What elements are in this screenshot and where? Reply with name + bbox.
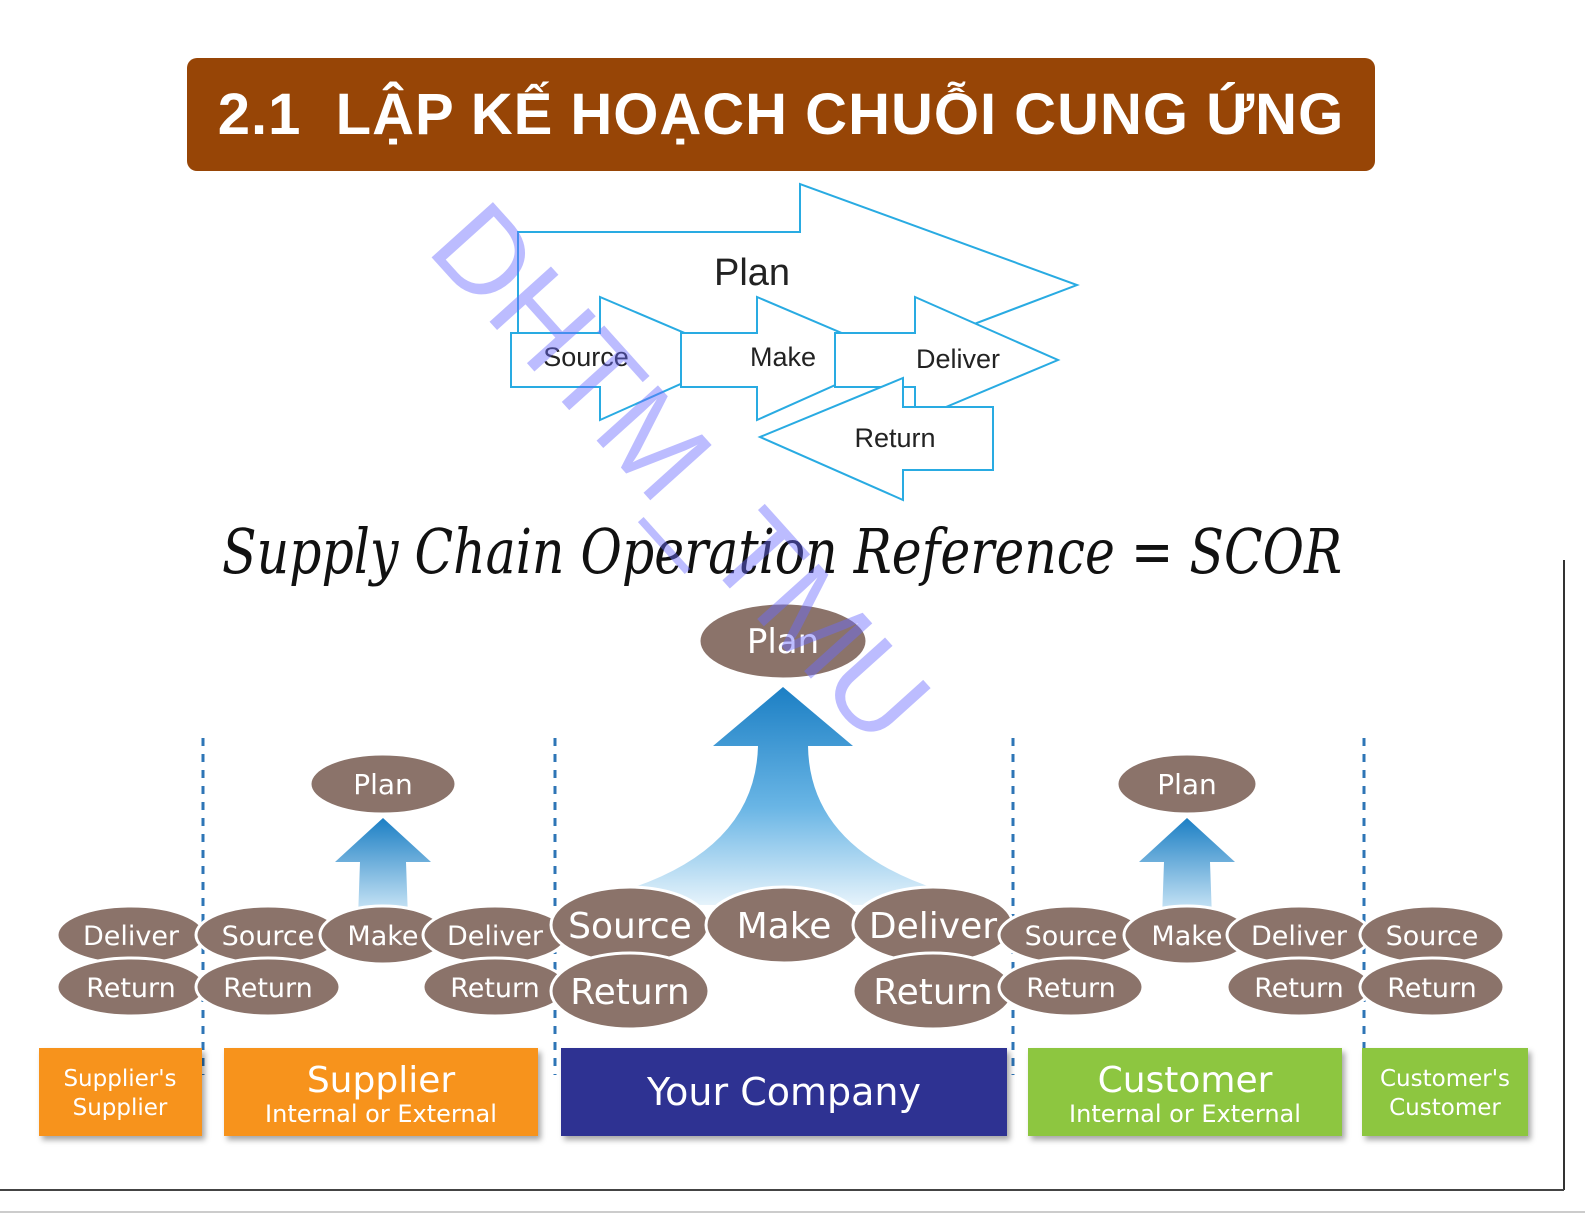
yc-return-left-ellipse <box>549 951 711 1031</box>
yc-return-right-label: Return <box>873 972 992 1013</box>
main-plan-ellipse <box>697 601 869 681</box>
customers-customer-box <box>1362 1048 1528 1136</box>
top-deliver-label: Deliver <box>916 344 1000 374</box>
supplier-plan-arrow <box>335 818 431 918</box>
cc-return-label: Return <box>1387 973 1477 1004</box>
title-banner: 2.1 LẬP KẾ HOẠCH CHUỖI CUNG ỨNG <box>187 58 1375 171</box>
customer-plan-ellipse <box>1115 752 1259 816</box>
cus-return-left-label: Return <box>1026 973 1116 1004</box>
sup-source-label: Source <box>222 921 315 952</box>
cus-box-line1: Customer <box>1098 1060 1273 1101</box>
ss-box-line1: Supplier's <box>63 1066 176 1092</box>
ss-box-line2: Supplier <box>73 1095 168 1121</box>
customer-plan-label: Plan <box>1157 768 1217 801</box>
return-arrow-shape <box>757 376 994 502</box>
sup-return-left-label: Return <box>223 973 313 1004</box>
cus-deliver-label: Deliver <box>1251 921 1348 952</box>
page-title: 2.1 LẬP KẾ HOẠCH CHUỖI CUNG ỨNG <box>217 82 1345 147</box>
top-make-label: Make <box>750 342 816 372</box>
yc-source-label: Source <box>568 906 692 947</box>
cus-source-label: Source <box>1025 921 1118 952</box>
cc-source-label: Source <box>1386 921 1479 952</box>
yc-make-label: Make <box>737 906 832 947</box>
scor-subtitle: Supply Chain Operation Reference = SCOR <box>222 515 1342 588</box>
sup-return-right-label: Return <box>450 973 540 1004</box>
ss-return-label: Return <box>86 973 176 1004</box>
cus-make-label: Make <box>1151 921 1222 952</box>
supplier-plan-ellipse <box>308 752 458 816</box>
main-plan-label: Plan <box>747 622 819 662</box>
yc-box-label: Your Company <box>646 1070 921 1114</box>
supplier-box <box>224 1048 538 1136</box>
cc-box-line2: Customer <box>1389 1095 1501 1121</box>
cus-return-right-label: Return <box>1254 973 1344 1004</box>
cc-box-line1: Customer's <box>1380 1066 1510 1092</box>
main-plan-arrow <box>565 687 1000 905</box>
top-plan-label: Plan <box>714 252 790 294</box>
top-arrow-diagram <box>510 182 1080 502</box>
deliver-arrow-shape <box>834 295 1061 422</box>
customer-plan-arrow <box>1139 818 1235 918</box>
process-ellipses <box>55 601 1506 1031</box>
sup-box-line2: Internal or External <box>265 1100 497 1128</box>
sup-make-label: Make <box>347 921 418 952</box>
source-arrow-shape <box>510 295 744 422</box>
ss-deliver-label: Deliver <box>83 921 180 952</box>
sup-return-left-ellipse <box>194 956 342 1018</box>
sup-box-line1: Supplier <box>307 1060 456 1101</box>
yc-deliver-label: Deliver <box>869 906 997 947</box>
supplier-plan-label: Plan <box>353 768 413 801</box>
sup-deliver-label: Deliver <box>447 921 544 952</box>
customer-box <box>1028 1048 1342 1136</box>
party-boxes <box>39 1048 1528 1136</box>
make-arrow-shape <box>680 295 901 422</box>
your-company-box <box>561 1048 1007 1136</box>
cc-return-ellipse <box>1358 956 1506 1018</box>
suppliers-supplier-box <box>39 1048 202 1136</box>
cus-return-left-ellipse <box>997 956 1145 1018</box>
top-return-label: Return <box>854 423 935 453</box>
top-source-label: Source <box>543 342 629 372</box>
yc-return-left-label: Return <box>570 972 689 1013</box>
cus-box-line2: Internal or External <box>1069 1100 1301 1128</box>
